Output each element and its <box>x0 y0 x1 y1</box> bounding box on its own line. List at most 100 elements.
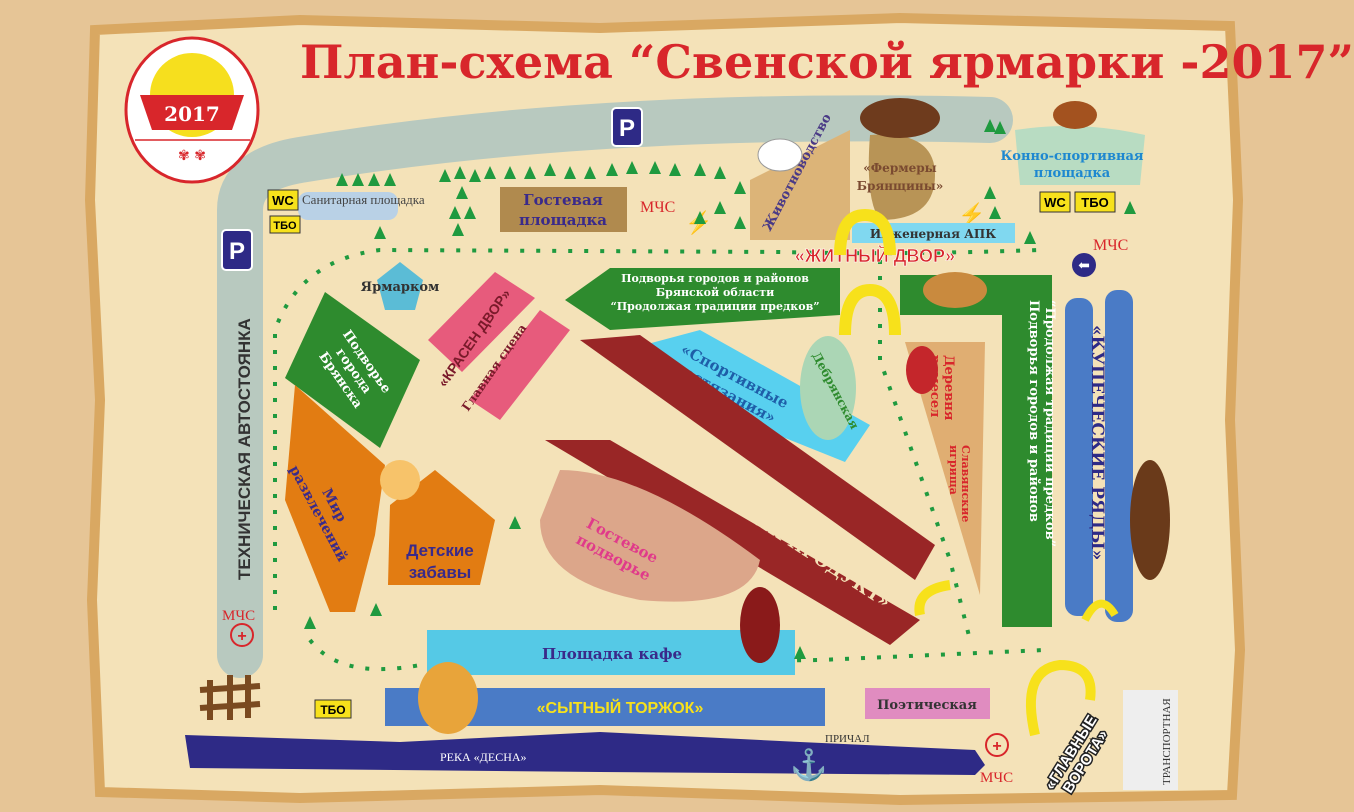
pier-label: ПРИЧАЛ <box>825 733 870 745</box>
tree-icon <box>669 163 681 176</box>
tbo-sign: ТБО <box>269 215 301 234</box>
svg-text:⬅: ⬅ <box>1078 258 1090 274</box>
tree-icon <box>584 166 596 179</box>
sanitary-area[interactable] <box>298 192 398 220</box>
tree-icon <box>484 166 496 179</box>
product-band-upper[interactable] <box>580 335 935 580</box>
tree-icon <box>304 616 316 629</box>
clown-icon <box>380 460 420 500</box>
poetic-area[interactable] <box>865 688 990 719</box>
podvorya-right-label: Подворья городов и районов <box>1026 300 1041 522</box>
cow-icon <box>860 98 940 138</box>
farmers-label: «Фермеры <box>863 161 936 175</box>
transport-entrance[interactable] <box>1123 690 1178 790</box>
tree-icon <box>544 163 556 176</box>
svg-text:WC: WC <box>272 193 294 208</box>
crafts-village[interactable] <box>905 342 985 595</box>
svg-text:WC: WC <box>1044 195 1066 210</box>
bread-loaf-icon <box>923 272 987 308</box>
podvorya-top-label-3: “Продолжая традиции предков” <box>610 300 819 313</box>
merchant-row-2[interactable] <box>1105 290 1133 622</box>
tree-icon <box>734 181 746 194</box>
bryansk-podvorye[interactable] <box>285 292 420 448</box>
main-stage-area[interactable] <box>470 310 570 420</box>
tree-icon <box>984 186 996 199</box>
horse-icon <box>1053 101 1097 129</box>
tree-icon <box>449 206 461 219</box>
entertainment-area[interactable] <box>285 385 385 612</box>
cafe-area[interactable] <box>427 630 795 675</box>
debryanskaya-area[interactable] <box>800 336 856 440</box>
guest-area[interactable] <box>500 187 627 232</box>
merchant-row-1[interactable] <box>1065 298 1093 616</box>
river-desna <box>185 732 985 775</box>
tree-icon <box>504 166 516 179</box>
walking-path <box>273 247 1046 672</box>
main-gate-arch <box>1025 659 1096 737</box>
tree-icon <box>984 119 996 132</box>
tbo-sign-right: ТБО <box>1074 191 1116 213</box>
tree-icon <box>439 169 451 182</box>
merchant-rows-label: «КУПЕЧЕСКИЕ РЯДЫ» <box>1087 325 1107 560</box>
livestock-area[interactable] <box>750 130 850 240</box>
transport-label: ТРАНСПОРТНАЯ <box>1161 698 1173 785</box>
tree-icon <box>374 226 386 239</box>
parking-sign-top[interactable]: P <box>611 107 643 147</box>
svg-text:ТБО: ТБО <box>320 703 345 717</box>
kids-area[interactable] <box>388 470 495 585</box>
fair-logo: 2017 ✾ ✾ <box>124 36 260 184</box>
tree-icon <box>524 166 536 179</box>
sanitary-label: Санитарная площадка <box>302 192 425 207</box>
svg-text:+: + <box>992 738 1001 755</box>
kids-label: Детские <box>406 541 474 560</box>
tree-icon <box>456 186 468 199</box>
pancakes-icon <box>418 662 478 734</box>
krasen-dvor-area[interactable] <box>428 272 535 372</box>
tree-icon <box>714 166 726 179</box>
tree-icon <box>1124 201 1136 214</box>
tree-icon <box>564 166 576 179</box>
merchant-gate-arch <box>1081 599 1119 622</box>
podvorya-right-label-2: “Продолжая традиции предков” <box>1042 300 1057 547</box>
tree-icon <box>452 223 464 236</box>
sytny-label: «СЫТНЫЙ ТОРЖОК» <box>537 698 704 717</box>
parking-sign-left[interactable]: P <box>221 229 253 271</box>
guest-area-label: Гостевая <box>523 191 603 209</box>
poetic-label: Поэтическая <box>877 698 977 713</box>
podvorya-right-area[interactable] <box>1002 275 1052 627</box>
side-gate-arch <box>914 580 951 616</box>
tree-icon <box>1024 231 1036 244</box>
tree-icon <box>649 161 661 174</box>
tree-icon <box>384 173 396 186</box>
slavic-label: Славянские <box>959 445 972 522</box>
svg-text:P: P <box>619 115 635 142</box>
farmers-area[interactable] <box>868 134 935 221</box>
guest-yard[interactable] <box>540 470 760 602</box>
tree-icon <box>454 166 466 179</box>
engineering-label: Инженерная АПК <box>870 227 996 241</box>
svg-text:+: + <box>237 628 246 645</box>
tree-icon <box>509 516 521 529</box>
svg-text:МЧС: МЧС <box>222 608 255 624</box>
tree-icon <box>464 206 476 219</box>
podvorya-top-area[interactable] <box>565 268 840 330</box>
horse-area[interactable] <box>1015 126 1145 185</box>
tree-icon <box>714 201 726 214</box>
wc-sign: WC <box>267 189 299 211</box>
inner-gate-arch <box>839 283 901 336</box>
svg-text:МЧС: МЧС <box>980 770 1013 786</box>
fence-icon <box>199 675 261 720</box>
sport-area[interactable] <box>625 330 870 462</box>
podvorya-top-label: Подворья городов и районов <box>621 272 809 285</box>
tree-icon <box>626 161 638 174</box>
cafe-label: Площадка кафе <box>542 645 682 663</box>
samovar-icon <box>740 587 780 663</box>
mchs-label-right: МЧС <box>1093 237 1128 254</box>
svg-text:P: P <box>229 238 245 265</box>
kids-label-2: забавы <box>409 563 472 582</box>
logo-ornament-icon: ✾ ✾ <box>178 148 206 164</box>
zhitny-label: «ЖИТНЫЙ ДВОР» <box>795 245 955 266</box>
yarmarkom-building[interactable] <box>377 262 423 310</box>
zhitny-gate-arch <box>834 208 896 256</box>
